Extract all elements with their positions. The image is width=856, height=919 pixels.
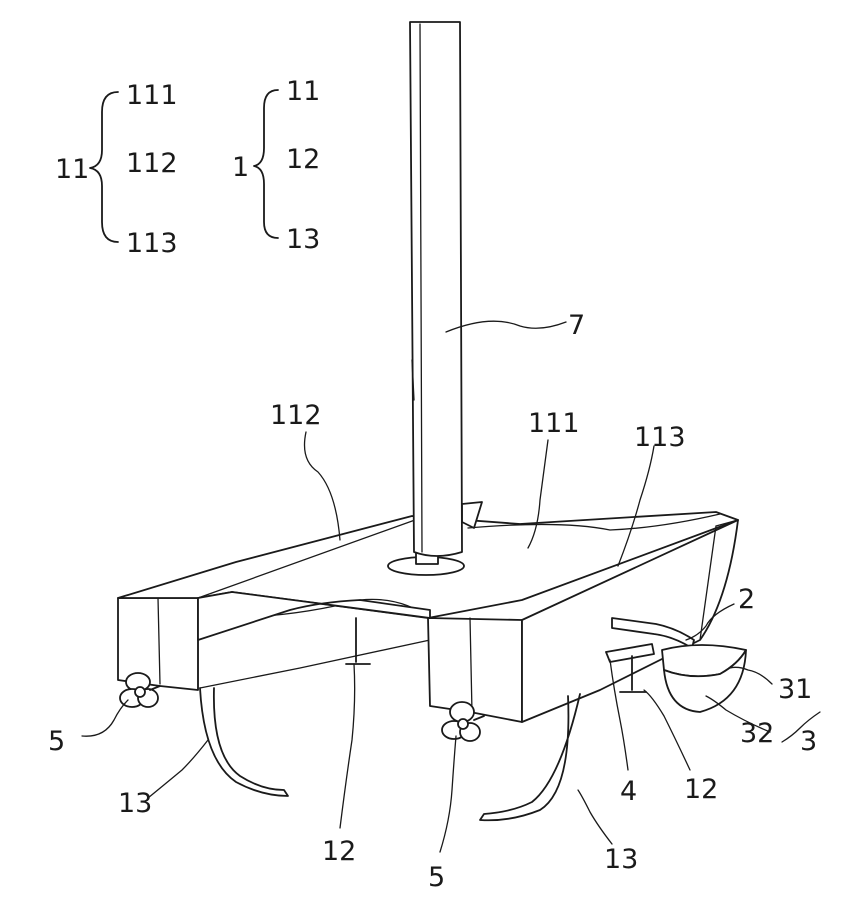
legend-group-11: 11 111 112 113 xyxy=(55,80,178,259)
legend-child-label: 111 xyxy=(126,80,178,111)
callout-lower-shell: 32 xyxy=(740,718,774,749)
callout-left-fin: 13 xyxy=(118,788,152,819)
legend-parent-label: 1 xyxy=(232,152,249,183)
callout-right-deck: 113 xyxy=(634,422,686,453)
legend-brace xyxy=(254,90,278,238)
callout-pod-assembly: 3 xyxy=(800,726,817,757)
right-hull-front xyxy=(428,618,522,722)
callout-right-fin: 13 xyxy=(604,844,638,875)
legend-brace xyxy=(90,92,118,242)
mast-pole xyxy=(410,22,462,556)
callout-right-thruster: 5 xyxy=(428,862,445,893)
callout-upper-shell: 31 xyxy=(778,674,812,705)
left-fin xyxy=(200,688,288,796)
legend-group-1: 1 11 12 13 xyxy=(232,76,320,255)
callout-mast: 7 xyxy=(568,310,585,341)
legend-child-label: 13 xyxy=(286,224,320,255)
callout-right-strut: 12 xyxy=(684,774,718,805)
callout-center-strut: 12 xyxy=(322,836,356,867)
callout-center-deck: 111 xyxy=(528,408,580,439)
pod xyxy=(662,645,746,712)
callout-bracket: 4 xyxy=(620,776,637,807)
legend-child-label: 112 xyxy=(126,148,178,179)
mast xyxy=(388,22,482,575)
callout-arm: 2 xyxy=(738,584,755,615)
callout-left-thruster: 5 xyxy=(48,726,65,757)
legend-child-label: 12 xyxy=(286,144,320,175)
legend-child-label: 113 xyxy=(126,228,178,259)
legend-parent-label: 11 xyxy=(55,154,89,185)
callout-left-deck: 112 xyxy=(270,400,322,431)
legend-child-label: 11 xyxy=(286,76,320,107)
